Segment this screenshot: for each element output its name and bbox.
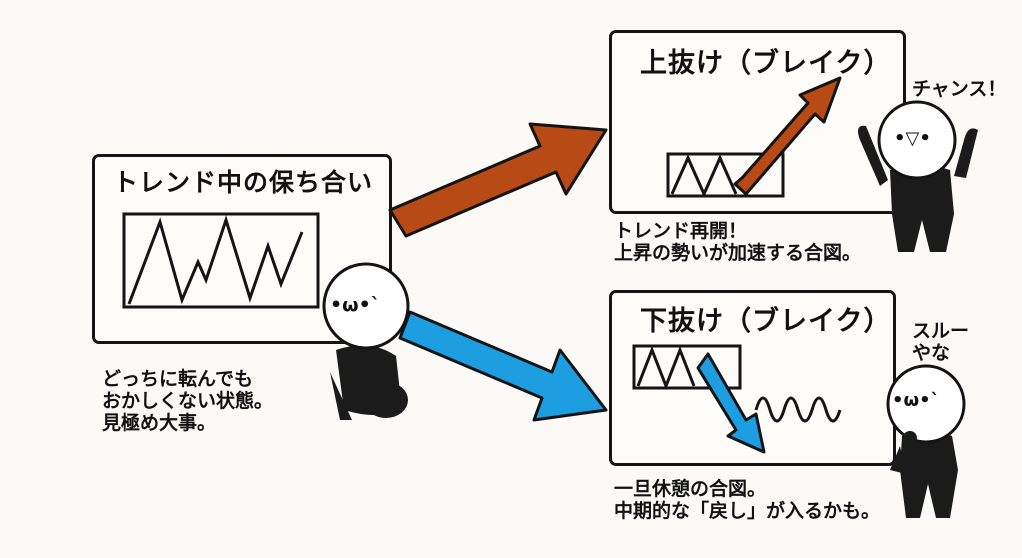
caption-line: 中期的な「戻し」が入るかも。 (614, 500, 881, 522)
upside-arrow (388, 122, 608, 238)
thinking-character (886, 364, 966, 518)
speech-line: スルー (912, 320, 970, 342)
upside-breakout-title: 上抜け（ブレイク） (640, 48, 892, 79)
caption-line: 見極め大事。 (102, 412, 217, 434)
downside-breakout-caption: 一旦休憩の合図。 中期的な「戻し」が入るかも。 (614, 478, 880, 522)
thinking-character-face: •ω•` (892, 390, 940, 411)
upside-mini-chart (666, 76, 842, 198)
sitting-character-face: •ω•` (330, 294, 381, 316)
downside-mini-chart (632, 344, 842, 454)
upside-breakout-caption: トレンド再開！ 上昇の勢いが加速する合図。 (614, 220, 861, 264)
cheering-character (858, 100, 978, 252)
caption-line: どっちに転んでも (102, 368, 254, 390)
caption-line: おかしくない状態。 (102, 390, 274, 412)
chance-speech: チャンス！ (912, 78, 1007, 100)
downside-arrow (398, 310, 608, 422)
upside-breakout-panel: 上抜け（ブレイク） (609, 30, 906, 214)
caption-line: 上昇の勢いが加速する合図。 (614, 242, 862, 264)
downside-breakout-title: 下抜け（ブレイク） (640, 306, 892, 337)
skip-speech: スルー やな (912, 320, 969, 364)
consolidation-panel: トレンド中の保ち合い (92, 154, 392, 344)
consolidation-caption: どっちに転んでも おかしくない状態。 見極め大事。 (102, 368, 273, 434)
caption-line: 一旦休憩の合図。 (614, 478, 767, 500)
consolidation-title: トレンド中の保ち合い (113, 168, 374, 197)
sitting-character (322, 262, 410, 420)
cheering-character-face: •▽• (894, 128, 931, 149)
caption-line: トレンド再開！ (614, 220, 748, 242)
consolidation-chart (122, 212, 320, 309)
speech-line: やな (912, 342, 951, 364)
